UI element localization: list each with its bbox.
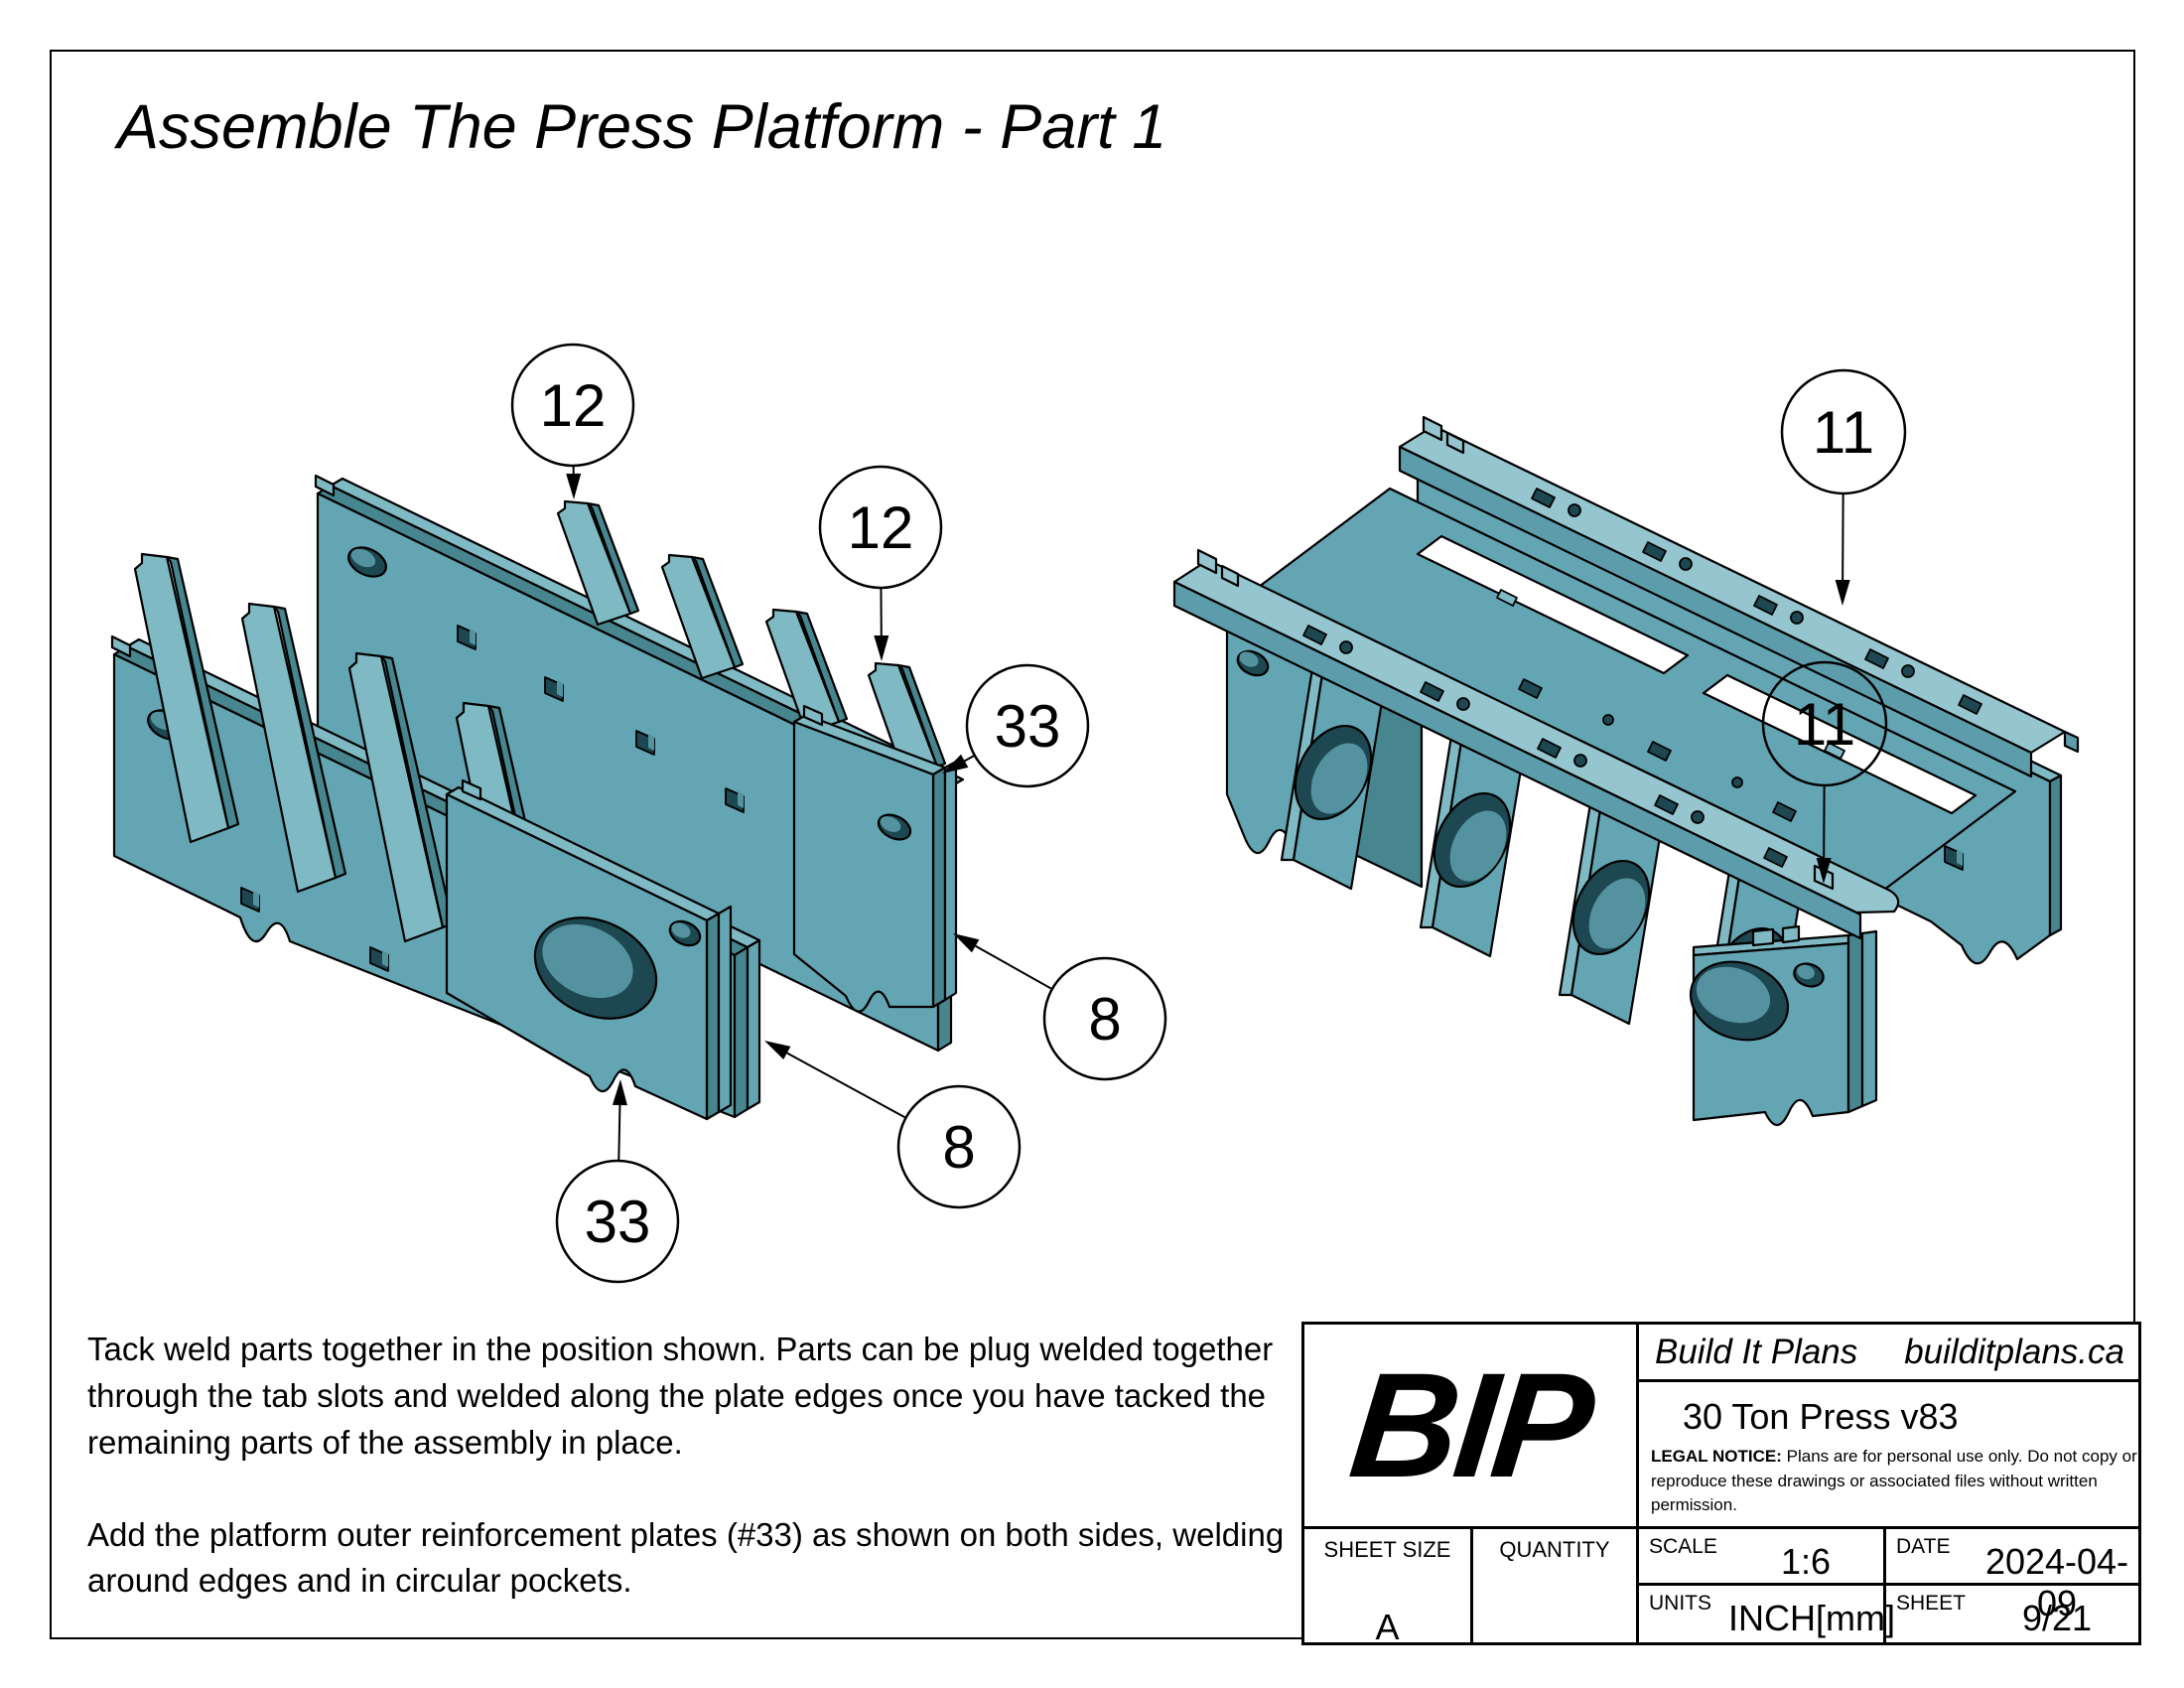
callout-balloon-8: 8	[953, 933, 1167, 1081]
title-block: BIP Build It Plans builditplans.ca 30 To…	[1301, 1322, 2141, 1647]
quantity-cell: QUANTITY	[1473, 1529, 1639, 1642]
tab-slots	[457, 625, 745, 813]
note-paragraph: Tack weld parts together in the position…	[87, 1331, 1274, 1461]
legal-notice-text: Plans are for personal use only. Do not …	[1651, 1447, 2137, 1515]
units-label: UNITS	[1649, 1592, 1711, 1615]
tab-slots	[240, 887, 389, 972]
rail-slots	[1302, 625, 1788, 868]
left-assembly-illustration	[110, 474, 965, 1121]
balloon-circle	[555, 1159, 680, 1284]
balloon-part-number: 8	[942, 1114, 975, 1181]
balloon-part-number: 33	[585, 1189, 651, 1255]
leader-line	[786, 1052, 906, 1119]
callout-balloon-12: 12	[818, 465, 943, 661]
callout-balloon-12: 12	[510, 343, 635, 499]
logo-cell: BIP	[1304, 1325, 1639, 1529]
balloon-circle	[1780, 368, 1907, 495]
tab-12	[660, 553, 745, 680]
project-cell: 30 Ton Press v83 LEGAL NOTICE: Plans are…	[1639, 1382, 2138, 1529]
leader-arrowhead	[1835, 579, 1850, 606]
tab-12	[133, 552, 240, 844]
tab-12	[240, 602, 347, 894]
balloon-part-number: 12	[540, 372, 607, 439]
date-label: DATE	[1896, 1535, 1951, 1558]
top-rail-11-rear	[1398, 415, 2080, 778]
top-rail-11-front	[1172, 548, 1900, 940]
tab-12	[347, 651, 455, 943]
sheet-value: 9/21	[2021, 1598, 2093, 1638]
balloon-part-number: 12	[848, 494, 914, 561]
leader-arrowhead	[942, 754, 969, 774]
date-value: 2024-04-09	[1984, 1541, 2129, 1623]
scale-value: 1:6	[1780, 1541, 1832, 1582]
leader-line	[617, 1104, 621, 1162]
reinforcement-plate-33-front	[445, 778, 733, 1121]
leader-arrowhead	[764, 1041, 791, 1060]
right-end-plate	[1689, 924, 1878, 1127]
leader-arrowhead	[1816, 857, 1832, 884]
sheet-number-cell: SHEET 9/21	[1886, 1586, 2138, 1642]
balloon-part-number: 8	[1088, 986, 1121, 1053]
rear-side-plate	[314, 474, 965, 1053]
callout-layer: 12 12 33 8 8 33 11 11	[510, 343, 1907, 1284]
leader-arrowhead	[953, 933, 980, 953]
callout-balloon-11: 11	[1761, 660, 1888, 884]
legal-notice: LEGAL NOTICE: Plans are for personal use…	[1651, 1445, 2159, 1518]
callout-balloon-33: 33	[555, 1079, 680, 1284]
leader-line	[975, 944, 1053, 990]
balloon-circle	[1042, 956, 1167, 1081]
leader-arrowhead	[612, 1079, 627, 1106]
units-value: INCH[mm]	[1728, 1598, 1895, 1638]
sheet-size-label: SHEET SIZE	[1323, 1537, 1451, 1562]
assembly-notes: Tack weld parts together in the position…	[87, 1327, 1348, 1650]
page-title: Assemble The Press Platform - Part 1	[117, 92, 1167, 162]
scale-cell: SCALE 1:6	[1639, 1529, 1886, 1586]
brand-cell: Build It Plans builditplans.ca	[1639, 1325, 2138, 1382]
sheet-label: SHEET	[1896, 1592, 1967, 1615]
sheet-size-cell: SHEET SIZE A	[1304, 1529, 1473, 1647]
balloon-part-number: 33	[995, 693, 1061, 760]
rail-slots	[1531, 488, 1982, 715]
balloon-circle	[896, 1084, 1022, 1209]
bip-logo: BIP	[1343, 1341, 1597, 1508]
callout-balloon-8: 8	[764, 1041, 1022, 1209]
tab-12	[556, 499, 640, 627]
leader-line	[964, 754, 976, 763]
leader-arrowhead	[566, 473, 582, 499]
legal-notice-label: LEGAL NOTICE:	[1651, 1447, 1782, 1467]
sheet-border	[50, 50, 2135, 1639]
leader-arrowhead	[874, 634, 889, 661]
balloon-circle	[510, 343, 635, 468]
balloon-circle	[818, 465, 943, 590]
date-cell: DATE 2024-04-09	[1886, 1529, 2138, 1623]
reinforcement-plate-33-rear	[792, 704, 958, 1013]
balloon-part-number: 11	[1813, 399, 1874, 466]
callout-balloon-33: 33	[942, 663, 1090, 788]
right-assembly-illustration	[1172, 415, 2080, 1127]
note-paragraph: Add the platform outer reinforcement pla…	[87, 1515, 1285, 1600]
company-name: Build It Plans	[1655, 1332, 1858, 1371]
tab-12	[764, 608, 849, 735]
callout-balloon-11: 11	[1780, 368, 1907, 606]
website: builditplans.ca	[1904, 1332, 2124, 1371]
balloon-part-number: 11	[1794, 691, 1855, 758]
scale-label: SCALE	[1649, 1535, 1717, 1558]
project-name: 30 Ton Press v83	[1683, 1396, 1959, 1437]
balloon-circle	[965, 663, 1090, 788]
quantity-label: QUANTITY	[1499, 1537, 1610, 1562]
rib-plate	[1558, 788, 1665, 1026]
sheet-size-value: A	[1375, 1607, 1400, 1647]
units-cell: UNITS INCH[mm]	[1639, 1586, 1895, 1642]
balloon-circle	[1761, 660, 1888, 787]
